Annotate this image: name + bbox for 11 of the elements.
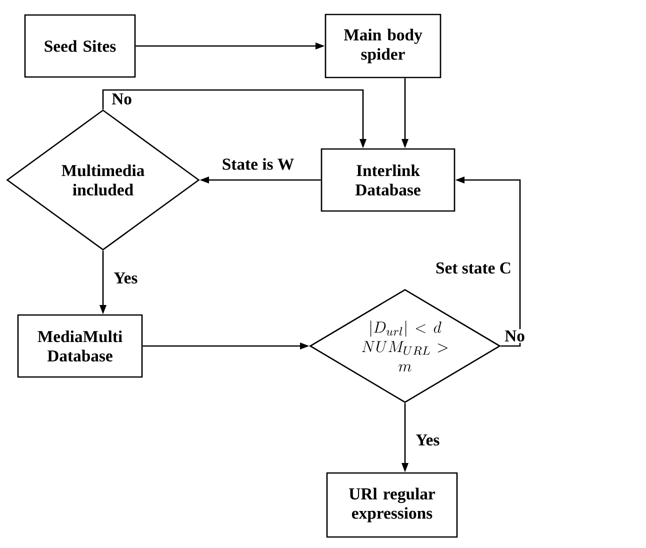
note-label: Set state C — [436, 262, 510, 274]
edge-label: No — [503, 329, 526, 343]
edge-label: Yes — [414, 433, 441, 447]
process-box: Seed Sites — [24, 14, 136, 78]
process-box: URl regular expressions — [326, 472, 458, 538]
edge-label: Yes — [112, 271, 139, 285]
process-box: MediaMulti Database — [17, 314, 143, 378]
edge-label: No — [110, 92, 134, 106]
process-box: Interlink Database — [320, 148, 456, 212]
process-box: Main body spider — [324, 14, 442, 78]
edge-label: State is W — [220, 156, 296, 172]
